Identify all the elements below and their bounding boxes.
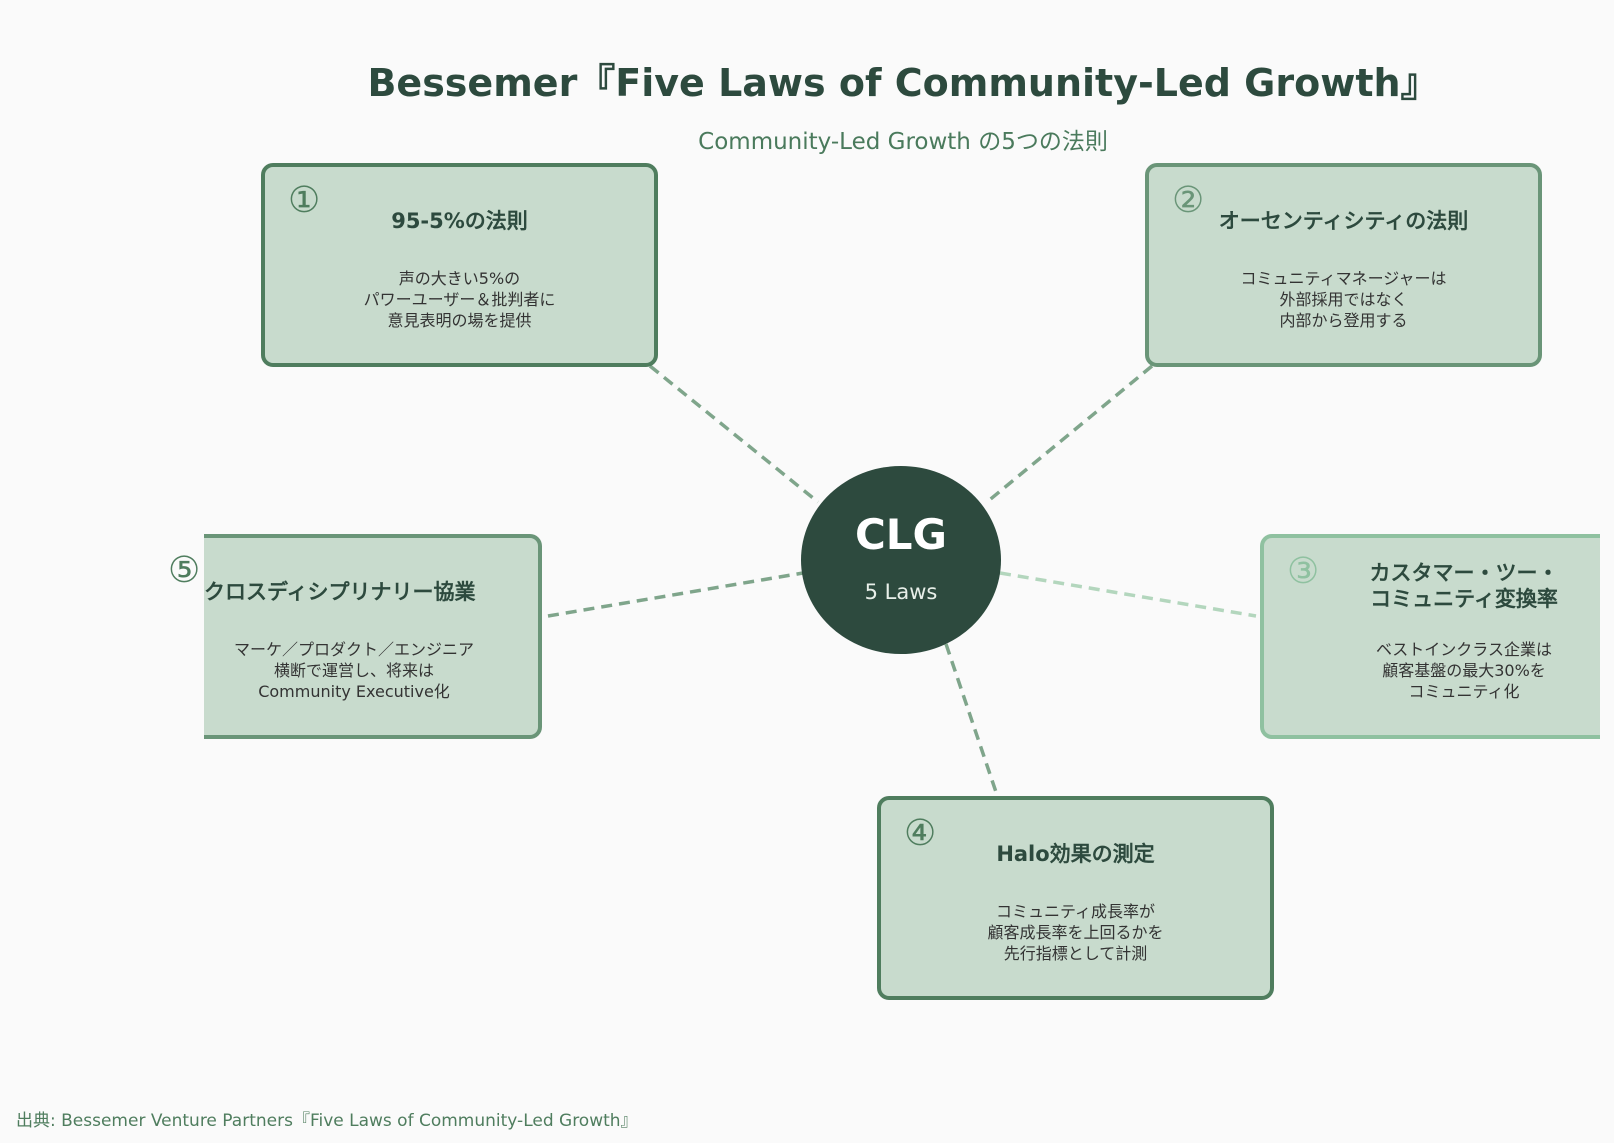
law-title-1: 95-5%の法則 [391, 209, 528, 233]
law-description-1: 声の大きい5%の パワーユーザー＆批判者に 意見表明の場を提供 [363, 269, 556, 330]
subtitle-container: Community-Led Growth の5つの法則 [0, 122, 1614, 156]
law-title-2: オーセンティシティの法則 [1218, 209, 1469, 233]
law-title-4: Halo効果の測定 [996, 842, 1155, 866]
hub-label: CLG [854, 510, 948, 559]
connector-law-3 [999, 571, 1257, 618]
law-number-5: ⑤ [168, 550, 201, 591]
title-container: Bessemer『Five Laws of Community-Led Grow… [0, 52, 1614, 107]
law-title-5: クロスディシプリナリー協業 [204, 580, 476, 604]
law-description-3: ベストインクラス企業は 顧客基盤の最大30%を コミュニティ化 [1375, 640, 1552, 701]
source-footer: 出典: Bessemer Venture Partners『Five Laws … [16, 1111, 638, 1131]
law-number-3: ③ [1287, 551, 1320, 592]
hub-circle: CLG 5 Laws [801, 466, 1001, 654]
law-number-1: ① [288, 180, 321, 221]
law-number-4: ④ [904, 813, 937, 854]
law-card-4: ④ Halo効果の測定 コミュニティ成長率が 顧客成長率を上回るかを 先行指標と… [877, 796, 1274, 1000]
page-title: Bessemer『Five Laws of Community-Led Grow… [367, 61, 1439, 105]
law-card-1: ① 95-5%の法則 声の大きい5%の パワーユーザー＆批判者に 意見表明の場を… [261, 163, 658, 367]
hub-sublabel: 5 Laws [864, 580, 938, 604]
connector-law-2 [985, 364, 1154, 504]
law-description-4: コミュニティ成長率が 顧客成長率を上回るかを 先行指標として計測 [987, 902, 1164, 963]
page-subtitle: Community-Led Growth の5つの法則 [698, 129, 1108, 155]
law-card-2: ② オーセンティシティの法則 コミュニティマネージャーは 外部採用ではなく 内部… [1145, 163, 1542, 367]
law-description-2: コミュニティマネージャーは 外部採用ではなく 内部から登用する [1240, 269, 1447, 330]
law-card-5: クロスディシプリナリー協業 マーケ／プロダクト／エンジニア 横断で運営し、将来は… [204, 534, 542, 739]
connector-law-5 [547, 571, 804, 618]
law-card-3: ③ カスタマー・ツー・ コミュニティ変換率 ベストインクラス企業は 顧客基盤の最… [1260, 534, 1600, 739]
connector-law-1 [648, 364, 820, 504]
connector-law-4 [944, 643, 999, 796]
law-number-2: ② [1172, 180, 1205, 221]
law-description-5: マーケ／プロダクト／エンジニア 横断で運営し、将来は Community Exe… [233, 640, 474, 701]
law-title-3: カスタマー・ツー・ コミュニティ変換率 [1369, 561, 1559, 611]
